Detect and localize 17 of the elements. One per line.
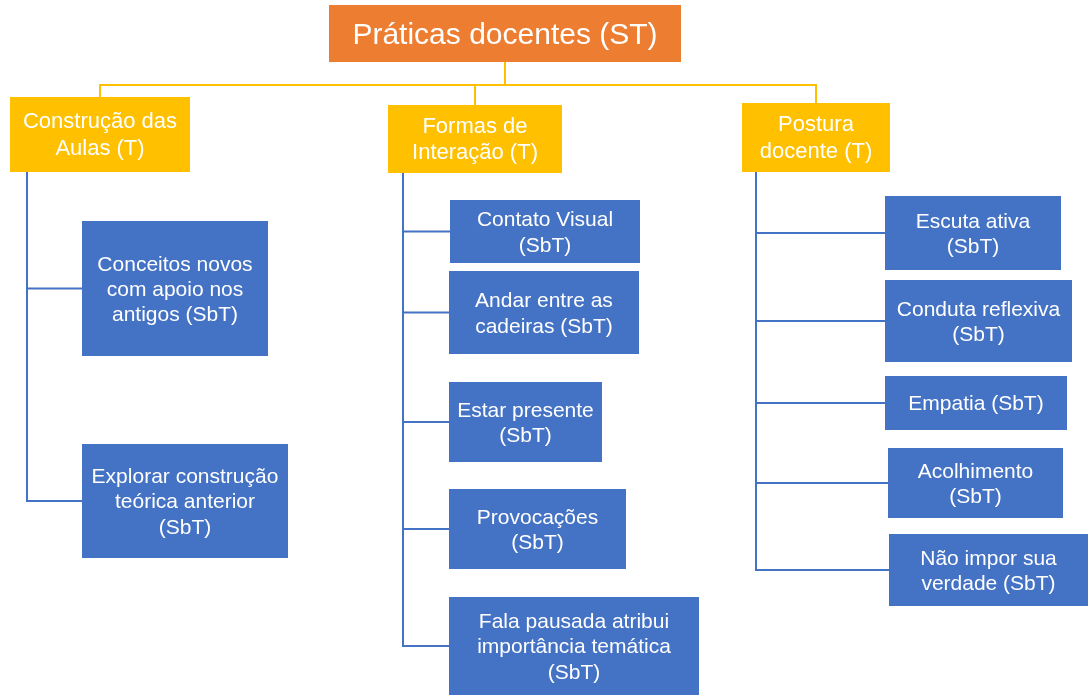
subtopic-box: Não impor sua verdade (SbT) [889, 534, 1088, 606]
subtopic-box: Escuta ativa (SbT) [885, 196, 1061, 270]
subtopic-box: Acolhimento (SbT) [888, 448, 1063, 518]
title-box: Práticas docentes (ST) [329, 5, 681, 62]
subtopic-box: Fala pausada atribui importância temática (SbT) [449, 597, 699, 695]
subtopic-box: Empatia (SbT) [885, 376, 1067, 430]
subtopic-box: Provocações (SbT) [449, 489, 626, 569]
connector-line [504, 61, 817, 104]
subtopic-box: Conduta reflexiva (SbT) [885, 280, 1072, 362]
subtopic-box: Conceitos novos com apoio nos antigos (SbT) [82, 221, 268, 356]
subtopic-box: Contato Visual (SbT) [450, 200, 640, 263]
topic-box: Construção das Aulas (T) [10, 97, 190, 172]
subtopic-box: Explorar construção teórica anterior (SbT) [82, 444, 288, 558]
subtopic-box: Estar presente (SbT) [449, 382, 602, 462]
subtopic-box: Andar entre as cadeiras (SbT) [449, 271, 639, 354]
topic-box: Postura docente (T) [742, 103, 890, 172]
topic-box: Formas de Interação (T) [388, 105, 562, 173]
